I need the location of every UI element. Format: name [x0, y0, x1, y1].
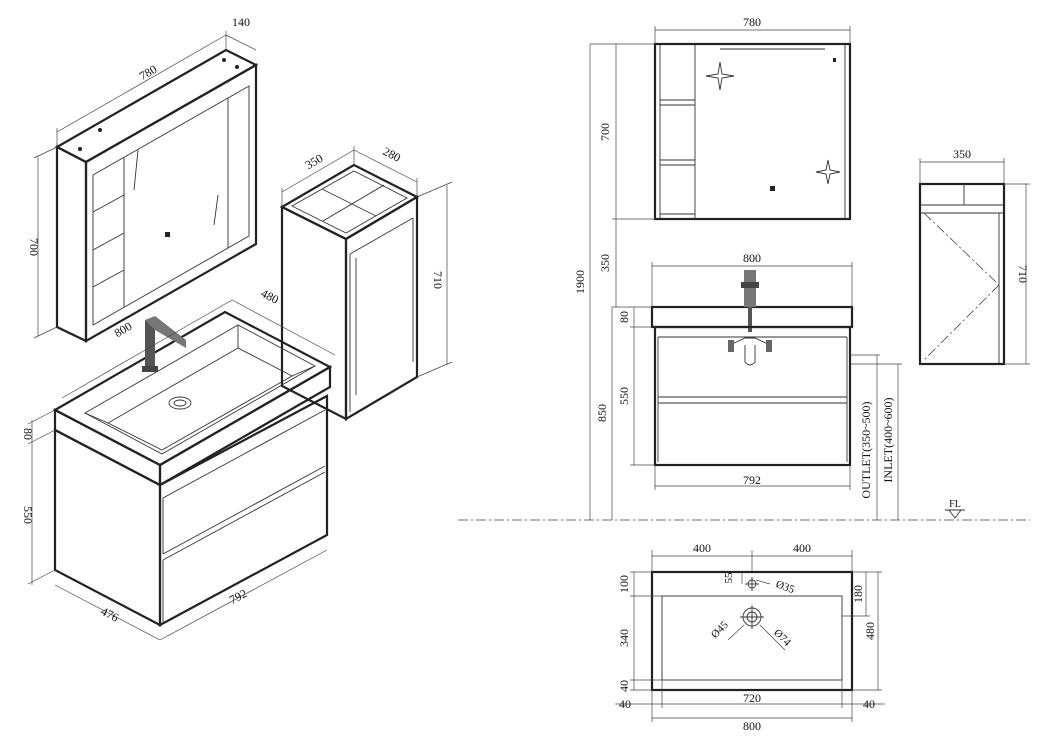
top-inner-width-label: 720 [743, 691, 761, 705]
front-basin-top-label: 80 [617, 311, 631, 323]
front-mirror-height-label: 700 [598, 123, 612, 141]
side-height-label: 710 [1016, 265, 1030, 283]
front-cabinet [653, 325, 852, 467]
iso-cabinet-depth-label: 476 [99, 604, 121, 625]
iso-side-height-label: 710 [431, 271, 445, 289]
front-inlet-label: INLET(400~600) [881, 397, 895, 482]
iso-cabinet-width-label: 792 [227, 586, 249, 607]
iso-vanity: 800 480 80 550 476 792 [21, 286, 336, 641]
front-mirror-width-label: 780 [743, 15, 761, 29]
iso-basin-width-label: 800 [112, 319, 135, 340]
top-view: 400 400 55 Ø35 Ø45 Ø74 100 340 40 180 48… [615, 541, 885, 733]
iso-basin-depth-label: 480 [259, 286, 281, 307]
top-total-width-label: 800 [743, 719, 761, 733]
top-side-margin-left-label: 40 [619, 697, 631, 711]
iso-mirror-height-label: 700 [27, 238, 41, 256]
front-install-height-label: 850 [595, 404, 609, 422]
front-cabinet-height-label: 550 [617, 387, 631, 405]
iso-mirror-depth-label: 140 [232, 15, 250, 29]
top-drain-inner-label: Ø45 [709, 619, 731, 641]
iso-drain-icon [168, 396, 192, 410]
iso-side-depth-label: 280 [381, 144, 403, 165]
front-view: 780 700 350 1900 800 80 [458, 15, 1030, 521]
top-right-half-label: 400 [793, 541, 811, 555]
top-tap-offset-label: 55 [723, 572, 735, 584]
iso-faucet-icon [142, 316, 186, 372]
floor-level-label: FL [949, 499, 961, 510]
top-tap-hole-label: Ø35 [774, 578, 796, 596]
top-right-upper-label: 180 [851, 585, 865, 603]
top-front-margin-label: 40 [617, 680, 631, 692]
top-side-margin-right-label: 40 [863, 697, 875, 711]
front-total-height-label: 1900 [573, 270, 587, 294]
front-faucet-icon [728, 270, 772, 366]
floor-level-icon [948, 509, 962, 519]
front-sparkle-icon [705, 61, 735, 91]
iso-basin-top-label: 80 [21, 428, 35, 440]
front-gap-label: 350 [598, 254, 612, 272]
top-total-depth-label: 480 [863, 622, 877, 640]
iso-mirror-light-icon [165, 232, 170, 237]
front-cabinet-width-label: 792 [743, 473, 761, 487]
side-width-label: 350 [953, 147, 971, 161]
iso-mirror-cabinet: 780 140 700 [27, 15, 259, 343]
top-bowl-outline [661, 595, 843, 681]
side-cabinet [918, 182, 1006, 366]
iso-side-cabinet: 350 280 710 [279, 144, 453, 421]
front-sparkle-icon-2 [815, 159, 841, 185]
side-view: 350 710 [918, 147, 1030, 366]
top-back-margin-label: 100 [617, 575, 631, 593]
front-outlet-label: OUTLET(350~500) [859, 401, 873, 498]
iso-cabinet-height-label: 550 [21, 506, 35, 524]
top-drain-outer-label: Ø74 [771, 627, 793, 649]
front-light-icon [770, 186, 775, 191]
front-mirror [653, 42, 852, 221]
top-left-half-label: 400 [693, 541, 711, 555]
top-bowl-depth-label: 340 [617, 629, 631, 647]
front-basin-width-label: 800 [743, 251, 761, 265]
iso-mirror-width-label: 780 [137, 62, 160, 83]
